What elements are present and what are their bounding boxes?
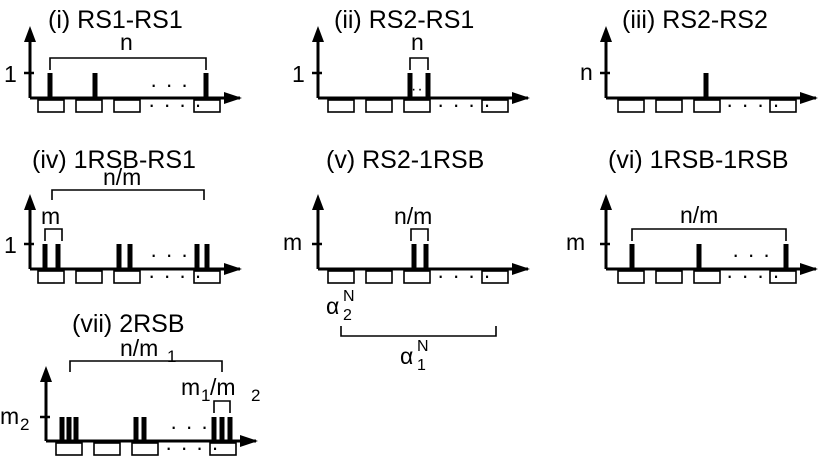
panel-v-box [403, 270, 431, 284]
panel-i-bracket-label: n [120, 29, 133, 55]
panel-vii-outer-bracket-label: n/m 1 [120, 335, 176, 366]
panel-i-box [113, 99, 141, 113]
panel-v-box [365, 270, 393, 284]
panel-v-y-label: m [283, 229, 302, 255]
svg-text:1: 1 [417, 357, 426, 374]
svg-text:1: 1 [167, 347, 176, 366]
panel-iv-title: (iv) 1RSB-RS1 [32, 146, 196, 174]
svg-text:2: 2 [343, 307, 352, 324]
panel-i-dots-bottom: · · · · [148, 92, 203, 117]
panel-iv-y-label: 1 [4, 232, 17, 258]
panel-iv-outer-bracket-label: n/m [103, 164, 141, 190]
panel-vi-bracket [631, 228, 787, 241]
panel-iii-box [655, 99, 683, 113]
panel-v-bracket-label: n/m [394, 203, 432, 229]
panel-iii-title: (iii) RS2-RS2 [622, 6, 768, 34]
panel-iii: (iii) RS2-RS2 n · · · · [580, 6, 818, 117]
svg-text:2: 2 [251, 386, 260, 405]
panel-iii-box [769, 99, 797, 113]
svg-text:α: α [326, 293, 339, 319]
panel-vii-dots-bottom: · · · · [165, 435, 220, 459]
panel-iv: (iv) 1RSB-RS1 1 m n/m · · · · · · · [4, 146, 242, 288]
panel-v-alpha2-label: α N 2 [326, 288, 355, 324]
panel-vi-box [693, 270, 721, 284]
panel-v-box [481, 270, 509, 284]
panel-vii-inner-bracket [213, 400, 231, 413]
panel-i-box [193, 99, 221, 113]
panel-vii-box [55, 442, 83, 456]
panel-i-y-label: 1 [4, 61, 17, 87]
panel-iv-outer-bracket [51, 189, 205, 200]
panel-v-alpha1-label: α N 1 [400, 338, 429, 374]
panel-vi-title: (vi) 1RSB-1RSB [608, 146, 789, 174]
panel-vi-bracket-label: n/m [680, 202, 718, 228]
panel-i: (i) RS1-RS1 1 n · · · · · · · [4, 6, 242, 117]
panel-iv-dots-bottom: · · · · [148, 263, 203, 288]
panel-v-dots-bottom: · · · · [437, 263, 492, 288]
panel-v-title: (v) RS2-1RSB [326, 146, 484, 174]
svg-text:1: 1 [201, 386, 210, 405]
panel-vi-dots-top: · · · [732, 242, 771, 267]
panel-v-bracket [410, 228, 429, 241]
panel-iv-box [75, 270, 103, 284]
panel-v-alpha1-bracket [340, 326, 497, 337]
panel-vii: (vii) 2RSB m 2 n/m 1 m 1 /m 2 · · · [0, 310, 260, 459]
panel-iv-inner-bracket-label: m [41, 203, 60, 229]
panel-i-dots-top: · · · [150, 72, 189, 97]
panel-vii-box [131, 442, 159, 456]
panel-vi-box [617, 270, 645, 284]
panel-ii-bracket [409, 57, 429, 70]
panel-vii-box [209, 442, 237, 456]
panel-ii-box [365, 99, 393, 113]
panel-vi: (vi) 1RSB-1RSB m n/m · · · · · · · [566, 146, 818, 288]
panel-vii-dots-top: · · · [170, 414, 209, 439]
panel-ii-dots-bottom: · · · · [437, 92, 492, 117]
panel-vii-outer-bracket [69, 360, 223, 372]
svg-text:/m: /m [210, 374, 236, 400]
panel-vii-box [93, 442, 121, 456]
panel-vi-box [655, 270, 683, 284]
svg-text:n/m: n/m [120, 335, 158, 361]
panel-vii-y-label: m 2 [0, 403, 29, 434]
panel-i-title: (i) RS1-RS1 [48, 6, 183, 34]
panel-i-box [75, 99, 103, 113]
panel-iii-y-label: n [580, 59, 593, 85]
panel-iii-dots-bottom: · · · · [726, 92, 781, 117]
panel-iii-box [693, 99, 721, 113]
panel-ii-dots-mid: ··· [411, 81, 430, 98]
panel-vi-dots-bottom: · · · · [726, 263, 781, 288]
panel-iii-box [617, 99, 645, 113]
panel-iv-inner-bracket [44, 228, 63, 241]
svg-text:m: m [181, 374, 200, 400]
panel-ii-box [403, 99, 431, 113]
panel-i-bracket [49, 57, 207, 70]
svg-text:2: 2 [20, 415, 29, 434]
panel-iv-box [193, 270, 221, 284]
svg-text:α: α [400, 343, 413, 369]
panel-vii-title: (vii) 2RSB [72, 310, 185, 338]
panel-ii-bracket-label: n [411, 29, 424, 55]
svg-text:m: m [0, 403, 19, 429]
panel-ii-title: (ii) RS2-RS1 [334, 6, 474, 34]
panel-vi-box [769, 270, 797, 284]
panel-vi-y-label: m [566, 229, 585, 255]
panel-i-box [37, 99, 65, 113]
svg-text:N: N [343, 288, 355, 305]
panel-ii: (ii) RS2-RS1 1 n ··· · · · · [292, 6, 530, 117]
panel-iv-box [37, 270, 65, 284]
panel-ii-y-label: 1 [292, 61, 305, 87]
panel-iv-box [113, 270, 141, 284]
svg-text:N: N [417, 338, 429, 355]
panel-v: (v) RS2-1RSB m n/m · · · · α N 2 α N 1 [283, 146, 530, 374]
panel-ii-box [481, 99, 509, 113]
panel-ii-box [327, 99, 355, 113]
panel-iv-dots-top: · · · [150, 242, 189, 267]
panel-v-box [327, 270, 355, 284]
panel-vii-inner-bracket-label: m 1 /m 2 [181, 374, 260, 405]
